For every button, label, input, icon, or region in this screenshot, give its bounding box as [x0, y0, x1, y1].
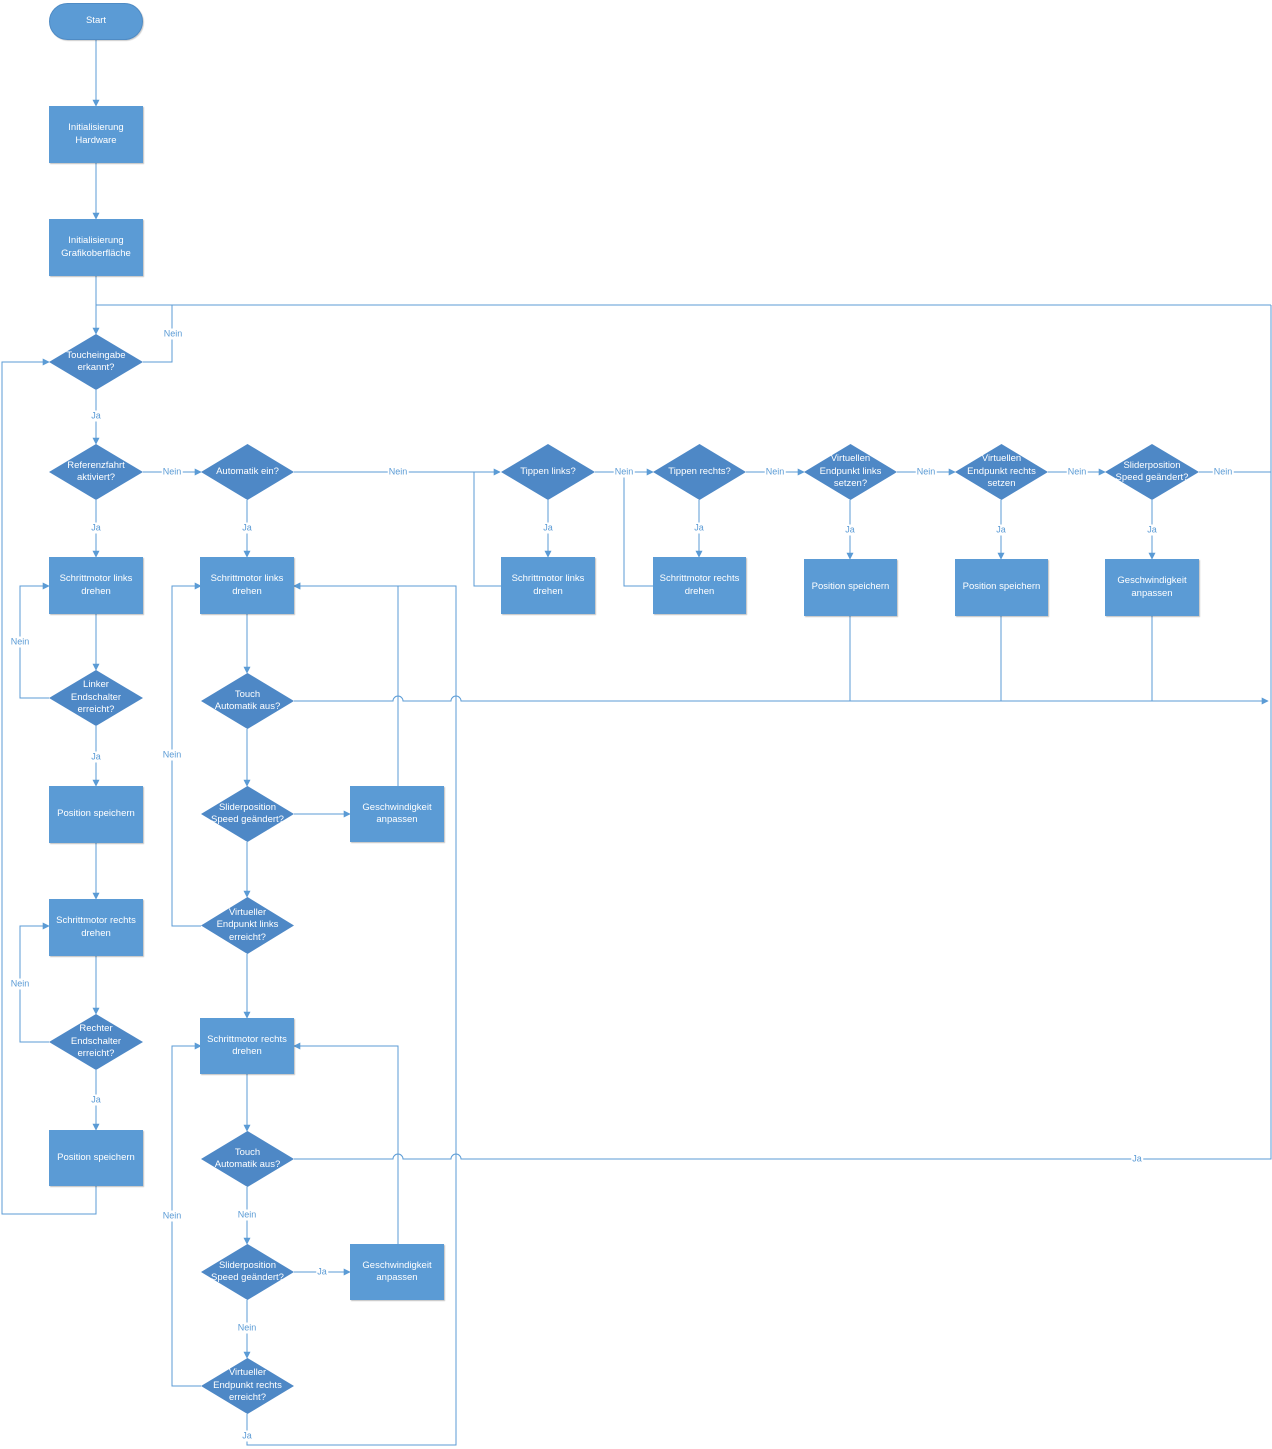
edge-right-bus: [95, 304, 1271, 334]
edge-label-vlinks-nein: Nein: [915, 466, 937, 478]
edge-label-taus2-ja: Ja: [1131, 1153, 1143, 1165]
diamond-shape: [955, 444, 1048, 500]
slider-speed-decision-1: Sliderposition Speed geändert?: [201, 786, 294, 842]
edge-gesch2-back: [293, 1042, 399, 1244]
diamond-shape: [49, 444, 143, 500]
decision-label: Virtuellen Endpunkt rechts setzen: [967, 453, 1036, 490]
left-endswitch-decision: Linker Endschalter erreicht?: [49, 670, 143, 726]
motor-left-box-3: Schrittmotor links drehen: [501, 557, 595, 614]
edge-label-lend-nein: Nein: [9, 636, 31, 648]
decision-label: Tippen links?: [520, 465, 576, 477]
decision-label: Virtueller Endpunkt links erreicht?: [216, 906, 279, 943]
diamond-shape: [201, 673, 294, 729]
edge-pos2-back-to-touch: [1, 358, 97, 1215]
diamond-shape: [201, 1131, 294, 1187]
diamond-shape: [201, 786, 294, 842]
edge-label-trechts-ja: Ja: [693, 522, 705, 534]
init-hardware-box: Initialisierung Hardware: [49, 106, 143, 163]
edge-label-vrechts-nein: Nein: [1066, 466, 1088, 478]
edge-label-trechts-nein: Nein: [764, 466, 786, 478]
save-position-box-4: Position speichern: [955, 559, 1048, 616]
edge-label-slider2-ja: Ja: [316, 1266, 328, 1278]
save-position-box-2: Position speichern: [49, 1130, 143, 1186]
decision-label: Touch Automatik aus?: [214, 688, 281, 713]
edge-label-auto-ja: Ja: [241, 522, 253, 534]
diamond-shape: [501, 444, 595, 500]
edge-label-slider3-nein: Nein: [1212, 466, 1234, 478]
edge-label-rend-nein: Nein: [9, 978, 31, 990]
referenzfahrt-decision: Referenzfahrt aktiviert?: [49, 444, 143, 500]
slider-speed-decision-2: Sliderposition Speed geändert?: [201, 1244, 294, 1300]
edge-smr3-back: [623, 472, 653, 587]
start-terminal: Start: [49, 3, 143, 40]
set-virtual-endpoint-right-decision: Virtuellen Endpunkt rechts setzen: [955, 444, 1048, 500]
edge-label-lend-ja: Ja: [90, 751, 102, 763]
virtual-endpoint-left-decision: Virtueller Endpunkt links erreicht?: [201, 897, 294, 954]
motor-left-box-1: Schrittmotor links drehen: [49, 557, 143, 614]
diamond-shape: [804, 444, 897, 500]
init-gui-box: Initialisierung Grafikoberfläche: [49, 219, 143, 276]
decision-label: Toucheingabe erkannt?: [66, 349, 126, 374]
diamond-shape: [653, 444, 746, 500]
diamond-shape: [1105, 444, 1199, 500]
edge-label-vrechts-ja: Ja: [995, 524, 1007, 536]
edge-label-vlinks-ja: Ja: [844, 524, 856, 536]
decision-label: Sliderposition Speed geändert?: [211, 1259, 284, 1284]
diamond-shape: [201, 897, 294, 954]
edge-label-slider3-ja: Ja: [1146, 524, 1158, 536]
decision-label: Automatik ein?: [216, 465, 279, 477]
decision-label: Rechter Endschalter erreicht?: [70, 1023, 122, 1060]
decision-label: Sliderposition Speed geändert?: [211, 801, 284, 826]
decision-label: Sliderposition Speed geändert?: [1115, 459, 1189, 484]
tap-left-decision: Tippen links?: [501, 444, 595, 500]
touch-automatic-off-decision-2: Touch Automatik aus?: [201, 1131, 294, 1187]
motor-right-box-1: Schrittmotor rechts drehen: [49, 899, 143, 956]
edge-label-tlinks-nein: Nein: [613, 466, 635, 478]
decision-label: Linker Endschalter erreicht?: [70, 679, 122, 716]
tap-right-decision: Tippen rechts?: [653, 444, 746, 500]
virtual-endpoint-right-decision: Virtueller Endpunkt rechts erreicht?: [201, 1358, 294, 1414]
motor-left-box-2: Schrittmotor links drehen: [200, 557, 294, 614]
edge-label-slider2-nein: Nein: [236, 1322, 258, 1334]
edge-label-taus2-nein: Nein: [236, 1209, 258, 1221]
diamond-shape: [201, 1358, 294, 1414]
decision-label: Tippen rechts?: [668, 465, 731, 477]
edge-label-ver-nein: Nein: [161, 1210, 183, 1222]
edge-label-touch-ja: Ja: [90, 410, 102, 422]
edge-taus1-ja: [294, 695, 1269, 705]
save-position-box-1: Position speichern: [49, 786, 143, 843]
edge-taus2-ja: [294, 305, 1272, 1160]
touch-detected-decision: Toucheingabe erkannt?: [49, 334, 143, 390]
set-virtual-endpoint-left-decision: Virtuellen Endpunkt links setzen?: [804, 444, 897, 500]
edge-label-auto-nein: Nein: [387, 466, 409, 478]
diamond-shape: [49, 334, 143, 390]
touch-automatic-off-decision-1: Touch Automatik aus?: [201, 673, 294, 729]
adjust-speed-box-1: Geschwindigkeit anpassen: [350, 786, 444, 842]
diamond-shape: [49, 670, 143, 726]
edge-label-ref-nein: Nein: [161, 466, 183, 478]
slider-speed-decision-3: Sliderposition Speed geändert?: [1105, 444, 1199, 500]
edge-label-touch-nein: Nein: [162, 328, 184, 340]
edge-label-ver-ja: Ja: [241, 1430, 253, 1442]
edge-label-ref-ja: Ja: [90, 522, 102, 534]
edge-label-tlinks-ja: Ja: [542, 522, 554, 534]
motor-right-box-2: Schrittmotor rechts drehen: [200, 1018, 294, 1074]
diamond-shape: [49, 1014, 143, 1070]
decision-label: Referenzfahrt aktiviert?: [67, 459, 125, 484]
edge-sml3-back: [473, 472, 501, 587]
edge-label-vel-nein: Nein: [161, 749, 183, 761]
decision-label: Touch Automatik aus?: [214, 1146, 281, 1171]
right-endswitch-decision: Rechter Endschalter erreicht?: [49, 1014, 143, 1070]
decision-label: Virtueller Endpunkt rechts erreicht?: [213, 1367, 282, 1404]
diamond-shape: [201, 1244, 294, 1300]
adjust-speed-box-2: Geschwindigkeit anpassen: [350, 1244, 444, 1300]
motor-right-box-3: Schrittmotor rechts drehen: [653, 557, 746, 614]
diamond-shape: [201, 444, 294, 500]
edge-label-rend-ja: Ja: [90, 1094, 102, 1106]
decision-label: Virtuellen Endpunkt links setzen?: [819, 453, 882, 490]
adjust-speed-box-3: Geschwindigkeit anpassen: [1105, 559, 1199, 616]
automatic-on-decision: Automatik ein?: [201, 444, 294, 500]
save-position-box-3: Position speichern: [804, 559, 897, 616]
